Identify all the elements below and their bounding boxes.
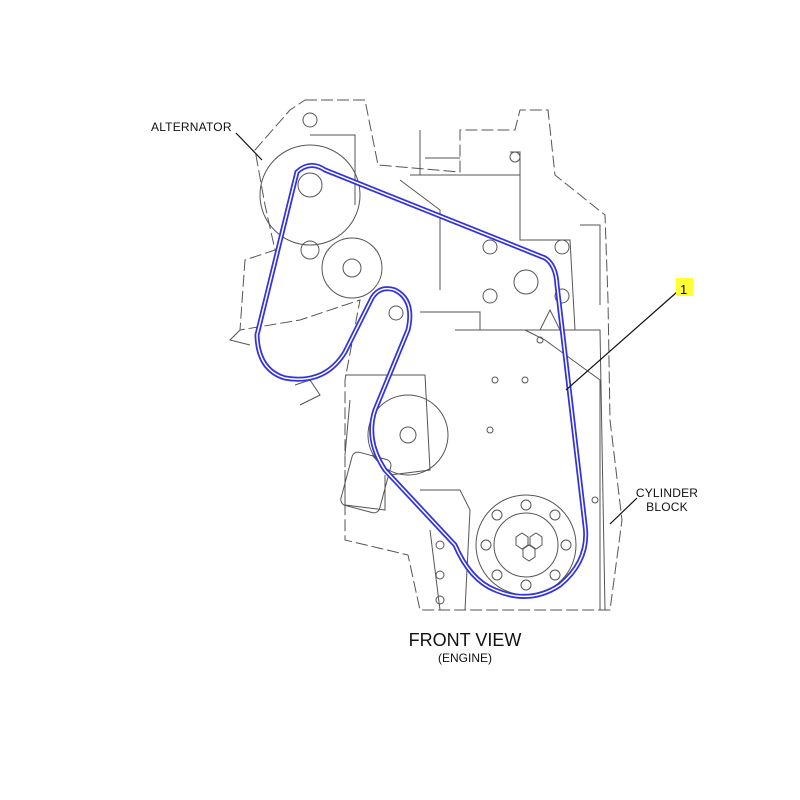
cylinder-block-label-line1: CYLINDER [635, 486, 699, 500]
callout-number: 1 [680, 282, 688, 297]
callout-leader [565, 291, 678, 391]
callout-highlight [676, 278, 693, 296]
cylinder-block-leader [609, 497, 638, 525]
view-subtitle: (ENGINE) [438, 651, 492, 665]
view-title: FRONT VIEW [408, 630, 522, 650]
alternator-label: ALTERNATOR [151, 120, 232, 134]
cylinder-block-label: CYLINDER BLOCK [622, 486, 712, 514]
alternator-leader [235, 132, 263, 161]
drive-belt [254, 163, 589, 599]
cylinder-block-label-line2: BLOCK [646, 500, 688, 514]
leader-lines [235, 132, 678, 525]
engine-linework [229, 99, 623, 611]
